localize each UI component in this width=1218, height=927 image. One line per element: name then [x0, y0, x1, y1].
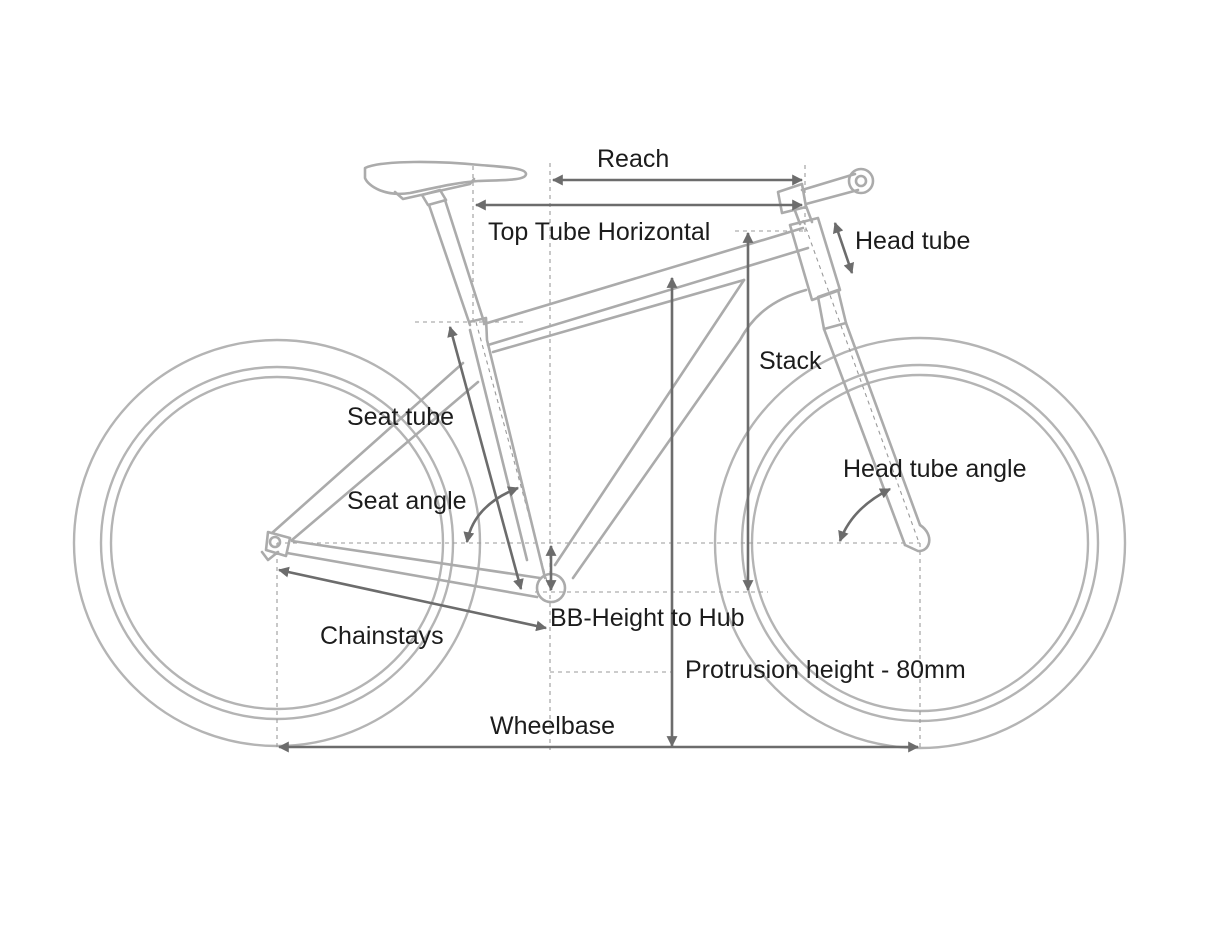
label-seat-tube: Seat tube [347, 403, 454, 431]
label-stack: Stack [759, 347, 822, 375]
triangle-top-inner [491, 278, 746, 354]
label-bb-height-to-hub: BB-Height to Hub [550, 604, 745, 632]
label-wheelbase: Wheelbase [490, 712, 615, 740]
fork-crown [816, 288, 848, 331]
label-head-tube-angle: Head tube angle [843, 455, 1026, 483]
chainstays-arrow [277, 566, 548, 632]
headset-spacer [776, 182, 808, 215]
labels: Reach Top Tube Horizontal Head tube Stac… [320, 145, 1026, 740]
saddle [363, 160, 528, 196]
label-protrusion-height: Protrusion height - 80mm [685, 656, 966, 684]
rear-rim [109, 375, 445, 711]
dimension-arrows [277, 174, 920, 753]
label-chainstays: Chainstays [320, 622, 444, 650]
down-tube [553, 278, 808, 580]
rear-dropout [264, 530, 292, 558]
seatpost [427, 198, 486, 327]
seat-tube-arrow [447, 325, 524, 591]
handlebar-inner [854, 174, 868, 188]
head-tube-angle-arc [838, 487, 891, 543]
handlebar [847, 167, 875, 195]
chain-stay [285, 539, 542, 599]
rear-axle [268, 535, 282, 549]
seat-angle-arc [463, 486, 520, 544]
front-tire-outer [713, 336, 1127, 750]
label-seat-angle: Seat angle [347, 487, 467, 515]
seatpost-clamp [420, 188, 448, 207]
steerer-top [792, 204, 814, 226]
fork-leg [822, 321, 922, 547]
fork-dropout [903, 523, 931, 553]
head-tube-frame [788, 216, 842, 302]
seat-stay [270, 361, 480, 542]
steering-axis-guide [802, 219, 919, 541]
derailleur-hanger [260, 550, 280, 562]
label-top-tube-horizontal: Top Tube Horizontal [488, 218, 710, 246]
label-reach: Reach [597, 145, 669, 173]
head-tube-arrow [832, 221, 855, 275]
stem [800, 172, 860, 206]
label-head-tube: Head tube [855, 227, 970, 255]
